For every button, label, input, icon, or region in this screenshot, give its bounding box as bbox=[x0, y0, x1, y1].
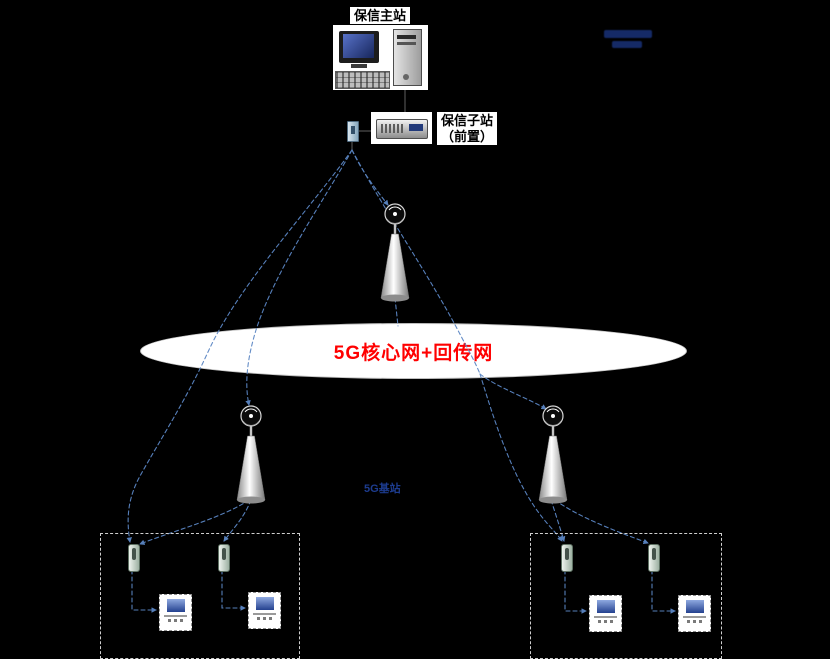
site-box-right bbox=[530, 533, 722, 659]
base-station-top-icon bbox=[380, 203, 410, 303]
cpe-icon bbox=[128, 544, 140, 572]
drive-slot bbox=[397, 42, 416, 45]
cpe-slot bbox=[565, 548, 569, 560]
master-computer-icon bbox=[333, 25, 428, 90]
cpe-slot bbox=[222, 548, 226, 560]
terminal-detail bbox=[164, 615, 187, 617]
drive-slot bbox=[397, 35, 416, 39]
cpe-slot bbox=[652, 548, 656, 560]
site-box-left bbox=[100, 533, 300, 659]
instrument-screen bbox=[409, 124, 423, 131]
monitor-icon bbox=[339, 31, 379, 63]
substation-label-line2: （前置） bbox=[437, 128, 498, 145]
link-bs-top-core bbox=[394, 297, 399, 327]
power-button-dot bbox=[403, 74, 409, 80]
cpe-icon bbox=[648, 544, 660, 572]
terminal-detail bbox=[253, 613, 276, 615]
instrument-body bbox=[376, 119, 428, 139]
base-station-left-icon bbox=[236, 405, 266, 505]
monitor-screen bbox=[343, 34, 374, 58]
pc-tower-icon bbox=[393, 29, 422, 86]
terminal-buttons bbox=[168, 619, 183, 622]
core-network-cloud: 5G核心网+回传网 bbox=[140, 323, 687, 379]
monitor-stand bbox=[351, 64, 367, 68]
illegible-text-mark bbox=[604, 30, 652, 38]
link-core-cpe3 bbox=[479, 373, 563, 542]
converter-slot bbox=[351, 126, 355, 134]
frontend-device-icon bbox=[371, 112, 432, 144]
terminal-buttons bbox=[598, 620, 613, 623]
media-converter-icon bbox=[347, 121, 359, 142]
core-network-label: 5G核心网+回传网 bbox=[333, 342, 494, 364]
terminal-icon bbox=[678, 595, 711, 632]
terminal-screen bbox=[255, 597, 274, 610]
terminal-icon bbox=[248, 592, 281, 629]
link-core-bs-right bbox=[479, 373, 547, 410]
substation-label-line1: 保信子站 bbox=[437, 112, 498, 129]
terminal-icon bbox=[589, 595, 622, 632]
link-frontend-bs-top bbox=[351, 149, 389, 206]
terminal-screen bbox=[166, 599, 185, 612]
illegible-text-mark bbox=[612, 41, 642, 48]
base-station-right-icon bbox=[538, 405, 568, 505]
cpe-icon bbox=[561, 544, 573, 572]
cpe-slot bbox=[132, 548, 136, 560]
cpe-icon bbox=[218, 544, 230, 572]
master-station-label: 保信主站 bbox=[350, 7, 411, 24]
terminal-screen bbox=[685, 600, 704, 613]
keyboard-icon bbox=[335, 71, 390, 89]
terminal-detail bbox=[594, 616, 617, 618]
terminal-icon bbox=[159, 594, 192, 631]
terminal-screen bbox=[596, 600, 615, 613]
instrument-vents bbox=[381, 124, 405, 133]
base-station-row-label: 5G基站 bbox=[364, 483, 401, 495]
terminal-buttons bbox=[687, 620, 702, 623]
terminal-detail bbox=[683, 616, 706, 618]
terminal-buttons bbox=[257, 617, 272, 620]
